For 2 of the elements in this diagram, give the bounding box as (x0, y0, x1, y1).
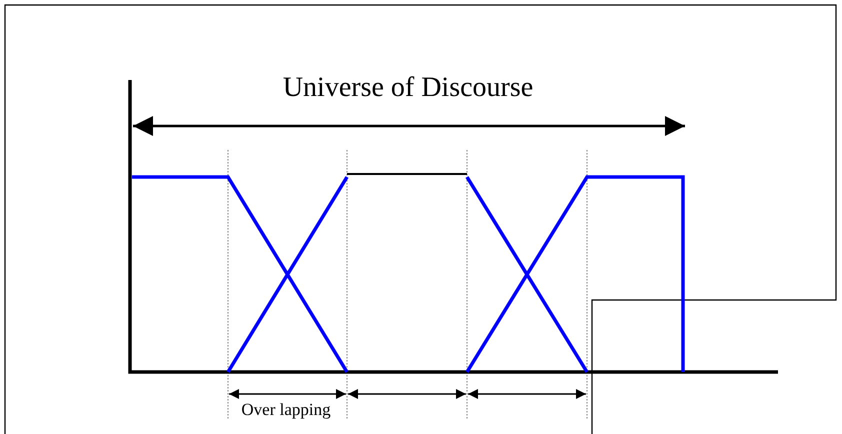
label: Over lapping (241, 401, 331, 418)
label: Universe of Discourse (282, 74, 534, 102)
